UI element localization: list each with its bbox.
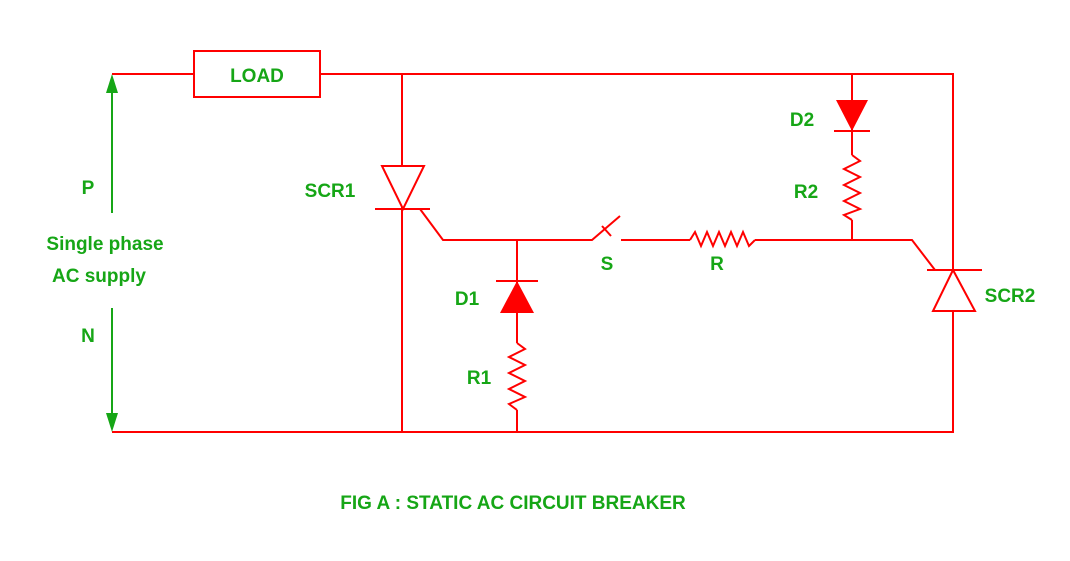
main-loop-wire (112, 73, 954, 433)
arrow-up-icon (106, 74, 118, 93)
load-label: LOAD (230, 66, 284, 87)
label-supply-1: Single phase (46, 234, 163, 255)
label-r1: R1 (467, 368, 492, 389)
label-r: R (710, 254, 724, 275)
gate1-wire (419, 208, 621, 241)
figure-caption: FIG A : STATIC AC CIRCUIT BREAKER (340, 493, 686, 514)
label-s: S (601, 254, 614, 275)
label-scr1: SCR1 (305, 181, 356, 202)
arrow-down-icon (106, 413, 118, 432)
resistor-r (689, 229, 756, 249)
scr1-symbol (375, 165, 430, 212)
label-r2: R2 (794, 182, 818, 203)
label-n: N (81, 326, 95, 347)
label-supply-2: AC supply (52, 266, 146, 287)
resistor-r1 (506, 342, 528, 411)
wires (112, 73, 954, 433)
label-p: P (82, 178, 95, 199)
gate2-wire (755, 239, 936, 271)
label-scr2: SCR2 (985, 286, 1036, 307)
label-d1: D1 (455, 289, 480, 310)
resistor-r2 (841, 154, 863, 221)
label-d2: D2 (790, 110, 814, 131)
d2-symbol (834, 100, 870, 132)
scr2-symbol (927, 267, 982, 312)
d1-symbol (496, 280, 538, 313)
load-box (193, 50, 321, 98)
switch-mark (601, 225, 612, 237)
supply-arrows (106, 74, 118, 432)
